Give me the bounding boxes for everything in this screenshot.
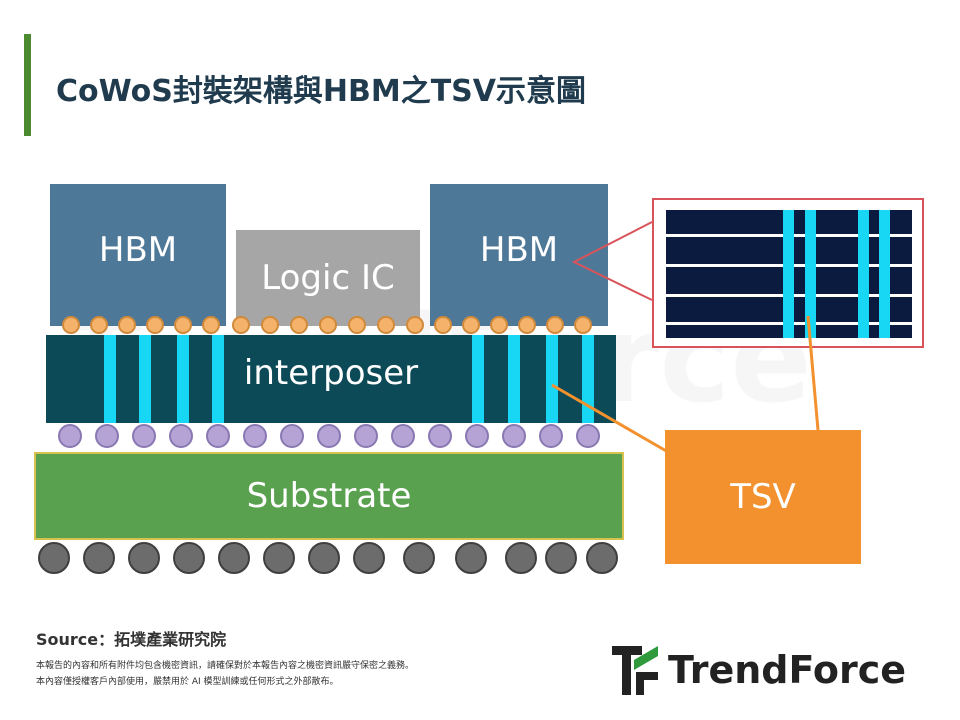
bga-ball: [128, 542, 160, 574]
micro-bump: [90, 316, 108, 334]
hbm-tsv-pillar: [783, 210, 794, 338]
micro-bump: [261, 316, 279, 334]
hbm-left-block: HBM: [50, 184, 226, 326]
bga-ball: [83, 542, 115, 574]
interposer-label: interposer: [243, 353, 419, 393]
hbm-left-label: HBM: [98, 230, 178, 270]
micro-bump: [377, 316, 395, 334]
disclaimer-line-1: 本報告的內容和所有附件均包含機密資訊，請確保對於本報告內容之機密資訊嚴守保密之義…: [36, 661, 415, 671]
c4-bump: [169, 424, 193, 448]
disclaimer-line-2: 本內容僅授權客戶內部使用，嚴禁用於 AI 模型訓練或任何形式之外部散布。: [36, 677, 339, 687]
micro-bump: [490, 316, 508, 334]
bga-ball: [545, 542, 577, 574]
micro-bump: [146, 316, 164, 334]
c4-bump: [502, 424, 526, 448]
bga-ball: [353, 542, 385, 574]
hbm-tsv-pillar: [879, 210, 890, 338]
micro-bump: [546, 316, 564, 334]
bga-ball: [218, 542, 250, 574]
interposer-tsv: [472, 335, 484, 423]
logic-ic-label: Logic IC: [261, 258, 395, 298]
micro-bump: [574, 316, 592, 334]
c4-bump: [428, 424, 452, 448]
micro-bump: [462, 316, 480, 334]
title-accent-bar: [24, 34, 31, 136]
bga-ball: [173, 542, 205, 574]
interposer-tsv: [139, 335, 151, 423]
c4-bump: [95, 424, 119, 448]
hbm-right-block: HBM: [430, 184, 608, 326]
interposer-tsv: [546, 335, 558, 423]
trendforce-logo-icon: [612, 646, 658, 695]
c4-bump: [539, 424, 563, 448]
bga-ball: [455, 542, 487, 574]
c4-bump: [317, 424, 341, 448]
bga-ball: [505, 542, 537, 574]
bga-ball: [586, 542, 618, 574]
tsv-pointer-interposer: [551, 383, 669, 454]
micro-bump: [319, 316, 337, 334]
micro-bump: [202, 316, 220, 334]
source-text: Source：拓墣產業研究院: [36, 630, 227, 649]
c4-bump: [280, 424, 304, 448]
interposer-tsv: [212, 335, 224, 423]
micro-bump: [518, 316, 536, 334]
c4-bump: [58, 424, 82, 448]
interposer-tsv: [177, 335, 189, 423]
bga-ball: [308, 542, 340, 574]
logo-text: TrendForce: [668, 648, 907, 692]
c4-bump: [206, 424, 230, 448]
tsv-pointer-hbm: [806, 315, 820, 431]
hbm-stack-detail: [666, 210, 912, 338]
c4-bump: [391, 424, 415, 448]
micro-bump: [118, 316, 136, 334]
hbm-tsv-pillar: [805, 210, 816, 338]
substrate-label: Substrate: [246, 476, 412, 516]
substrate-block: Substrate: [34, 452, 624, 540]
tsv-label-box: TSV: [665, 430, 861, 564]
micro-bump: [406, 316, 424, 334]
interposer-tsv: [508, 335, 520, 423]
hbm-zoom-callout: [652, 198, 924, 348]
trendforce-logo: TrendForce: [612, 644, 932, 700]
bga-ball: [403, 542, 435, 574]
zoom-callout-line: [571, 221, 653, 301]
micro-bump: [174, 316, 192, 334]
c4-bump: [465, 424, 489, 448]
micro-bump: [434, 316, 452, 334]
tsv-label: TSV: [730, 477, 796, 517]
micro-bump: [62, 316, 80, 334]
micro-bump: [290, 316, 308, 334]
interposer-tsv: [582, 335, 594, 423]
c4-bump: [243, 424, 267, 448]
bga-ball: [38, 542, 70, 574]
c4-bump: [576, 424, 600, 448]
micro-bump: [348, 316, 366, 334]
interposer-tsv: [104, 335, 116, 423]
page-title: CoWoS封裝架構與HBM之TSV示意圖: [56, 74, 586, 109]
c4-bump: [354, 424, 378, 448]
bga-ball: [263, 542, 295, 574]
hbm-right-label: HBM: [479, 230, 559, 270]
micro-bump: [232, 316, 250, 334]
c4-bump: [132, 424, 156, 448]
hbm-tsv-pillar: [858, 210, 869, 338]
logic-ic-block: Logic IC: [236, 230, 420, 326]
